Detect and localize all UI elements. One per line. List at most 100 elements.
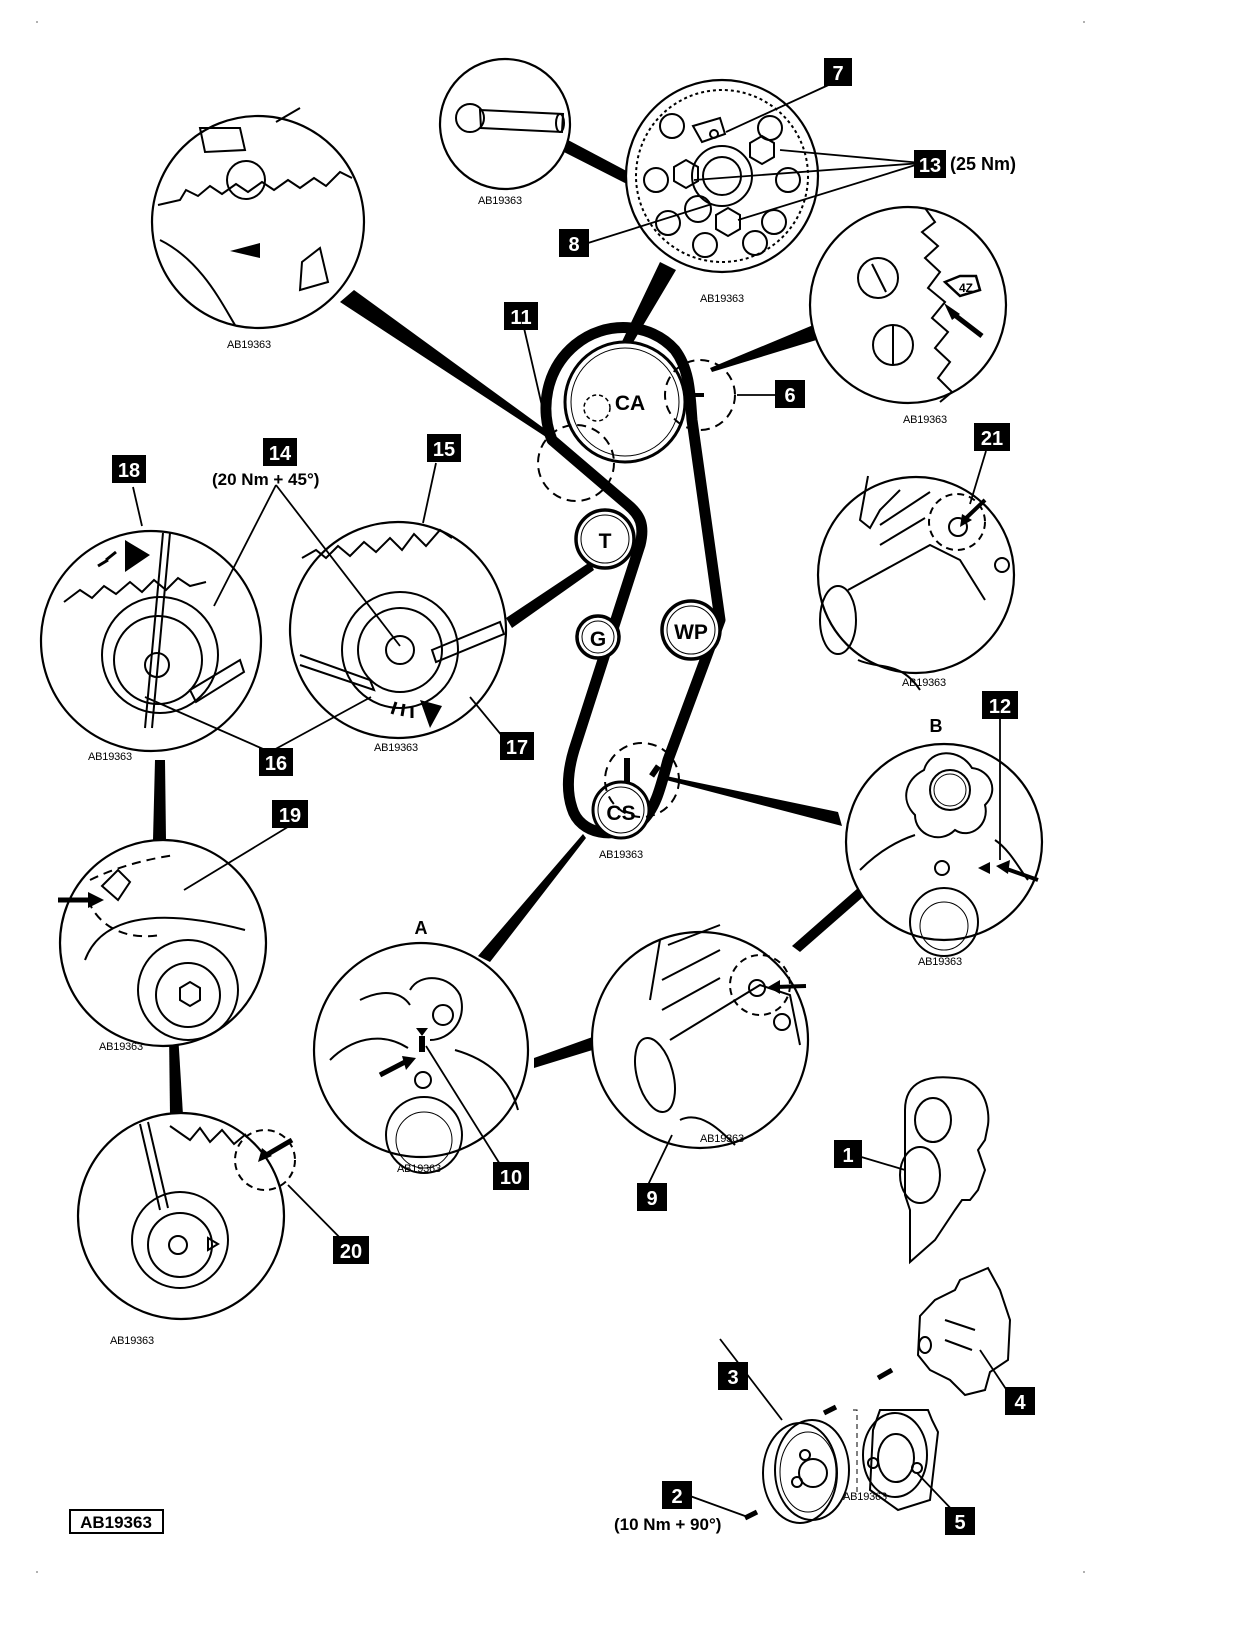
tensioner-label: T [599,530,612,553]
svg-text:19: 19 [279,805,301,827]
callout-4: 4 [1005,1387,1035,1415]
crop-marks [36,21,1085,1573]
detail-zone-11 [537,424,615,502]
detail-view-a: AB19363 [312,941,530,1175]
svg-text:9: 9 [646,1188,657,1210]
callout-13: 13 [914,150,946,178]
svg-text:AB19363: AB19363 [88,751,132,763]
main-ref-label: AB19363 [599,849,643,861]
svg-text:AB19363: AB19363 [374,742,418,754]
arrow-icon [88,892,104,908]
lower-timing-cover [916,1266,1012,1397]
arrow-icon [960,514,972,527]
guide-pulley: G [575,614,621,660]
callout-21: 21 [974,423,1010,451]
figure-reference-box: AB19363 [69,1509,164,1534]
bolt-icons [743,1367,894,1521]
svg-text:AB19363: AB19363 [903,414,947,426]
arrow-icon [768,980,780,994]
svg-text:14: 14 [269,443,292,465]
crank-timing-zone [604,742,680,818]
svg-text:3: 3 [727,1367,738,1389]
svg-text:2: 2 [671,1486,682,1508]
svg-text:10: 10 [500,1167,522,1189]
svg-text:12: 12 [989,696,1011,718]
svg-text:15: 15 [433,439,455,461]
connector-4z-detail [710,318,836,372]
connector-sprocket-detail [340,290,549,437]
detail-camshaft-gear: AB19363 [624,78,820,305]
tensioner-pulley: T [574,508,636,570]
tooth-mark-4z: 4Z [959,281,973,295]
svg-text:AB19363: AB19363 [227,339,271,351]
torque-spec-2: (10 Nm + 90°) [614,1515,721,1534]
arrow-icon [258,1148,272,1162]
belt-routing [540,322,726,839]
detail-tensioner-lock-20: AB19363 [76,1111,296,1347]
detail-camshaft-sprocket-locking: AB19363 [150,107,366,351]
detail-view-b: AB19363 [844,742,1044,968]
guide-label: G [590,628,606,651]
callout-20: 20 [333,1236,369,1264]
camshaft-mark [694,393,704,397]
detail-tensioner-adjust-18: AB19363 [39,529,263,763]
crankshaft-label: CS [606,802,635,825]
svg-text:21: 21 [981,428,1003,450]
connector-18-to-19 [153,760,166,840]
rotation-arrow-icon [420,700,442,728]
svg-text:AB19363: AB19363 [918,956,962,968]
callout-2: 2 [662,1481,692,1509]
callout-3: 3 [718,1362,748,1390]
svg-text:8: 8 [568,234,579,256]
pulley-backing-plate [862,1409,940,1512]
view-a-letter: A [415,918,428,938]
water-pump-pulley: WP [660,599,722,661]
view-b-letter: B [930,716,943,736]
arrow-icon [944,303,960,320]
svg-text:5: 5 [954,1512,965,1534]
upper-timing-cover [899,1076,990,1265]
callout-14: 14 [263,438,297,466]
figure-reference-code: AB19363 [80,1513,152,1532]
arrow-icon [402,1056,416,1070]
detail-tensioner-pointer-19: AB19363 [58,838,268,1053]
svg-text:1: 1 [842,1145,853,1167]
torque-spec-13: (25 Nm) [950,154,1016,174]
svg-text:6: 6 [784,385,795,407]
svg-text:AB19363: AB19363 [902,677,946,689]
callout-8: 8 [559,229,589,257]
callout-15: 15 [427,434,461,462]
svg-text:AB19363: AB19363 [478,195,522,207]
torque-spec-14: (20 Nm + 45°) [212,470,319,489]
connector-view-b [666,776,842,826]
water-pump-label: WP [674,621,708,644]
svg-text:AB19363: AB19363 [99,1041,143,1053]
svg-text:16: 16 [265,753,287,775]
detail-crank-pin-9: AB19363 [590,924,810,1150]
svg-text:AB19363: AB19363 [700,293,744,305]
svg-text:AB19363: AB19363 [397,1163,441,1175]
svg-text:17: 17 [506,737,528,759]
callout-10: 10 [493,1162,529,1190]
svg-text:AB19363: AB19363 [700,1133,744,1145]
arrow-icon [996,860,1010,874]
detail-crank-pin-21: AB19363 [816,475,1016,691]
connector-19-to-20 [169,1033,183,1115]
callout-6: 6 [775,380,805,408]
connector-b-to-9 [792,888,864,952]
callout-16: 16 [259,748,293,776]
callout-5: 5 [945,1507,975,1535]
parts-ref-label: AB19363 [843,1491,887,1503]
detail-locking-pin: AB19363 [438,57,572,207]
svg-text:11: 11 [510,307,531,329]
camshaft-pulley: CA [563,340,687,464]
callout-19: 19 [272,800,308,828]
svg-text:4: 4 [1014,1392,1026,1414]
connector-tensioner [506,562,594,628]
callout-9: 9 [637,1183,667,1211]
detail-tensioner-adjust-15: AB19363 [288,520,508,754]
leader-lines [132,81,1017,1517]
crankshaft-pulley: CS [591,758,661,840]
crankshaft-pulley-part [762,1419,850,1524]
